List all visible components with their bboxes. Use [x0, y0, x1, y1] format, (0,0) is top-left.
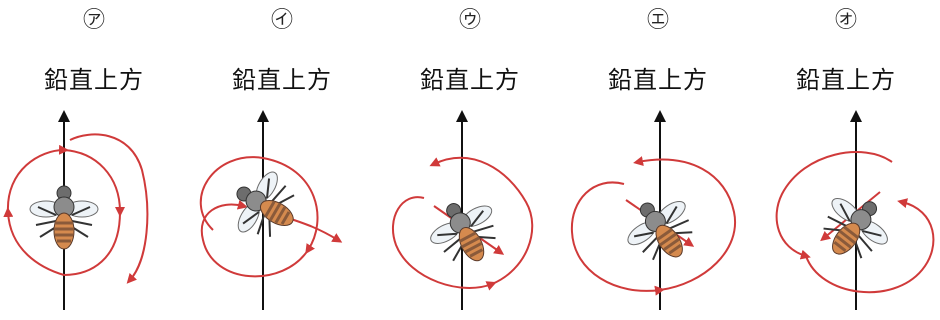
- bee-icon: [806, 180, 903, 276]
- panel-b-diagram: [199, 110, 343, 310]
- vertical-upward-caption: 鉛直上方: [44, 66, 144, 94]
- panel-c-diagram: [391, 110, 534, 310]
- panel-label: ㋔: [834, 8, 857, 33]
- panel-label: ㋑: [270, 8, 293, 33]
- bee-icon: [418, 186, 512, 278]
- panel-d-diagram: [570, 110, 737, 310]
- panel-label: ㋒: [458, 8, 481, 33]
- panel-d: ㋓ 鉛直上方: [564, 0, 752, 320]
- panel-e-diagram: [775, 110, 935, 310]
- bee-icon: [28, 184, 100, 251]
- right-loop-path: [429, 156, 534, 285]
- panel-b: ㋑ 鉛直上方: [188, 0, 376, 320]
- panel-label: ㋐: [82, 8, 105, 33]
- left-loop-path: [391, 196, 497, 291]
- right-loop-path: [633, 156, 737, 291]
- bee-icon: [219, 159, 311, 253]
- vertical-upward-caption: 鉛直上方: [608, 66, 708, 94]
- circular-dance-path: [3, 144, 125, 276]
- left-loop-path: [775, 151, 893, 260]
- vertical-upward-caption: 鉛直上方: [796, 66, 896, 94]
- panel-label: ㋓: [646, 8, 669, 33]
- panel-a-diagram: [3, 110, 149, 310]
- vertical-upward-caption: 鉛直上方: [232, 66, 332, 94]
- waggle-run-path: [287, 217, 343, 243]
- lower-loop-path: [200, 199, 309, 278]
- bee-icon: [614, 183, 709, 277]
- left-loop-path: [570, 181, 665, 296]
- panel-a: ㋐ 鉛直上方: [0, 0, 188, 320]
- vertical-upward-caption: 鉛直上方: [420, 66, 520, 94]
- panel-e: ㋔ 鉛直上方: [752, 0, 940, 320]
- upper-loop-path: [199, 156, 319, 255]
- panel-c: ㋒ 鉛直上方: [376, 0, 564, 320]
- outer-turn-path: [69, 133, 149, 284]
- right-loop-path: [805, 198, 935, 294]
